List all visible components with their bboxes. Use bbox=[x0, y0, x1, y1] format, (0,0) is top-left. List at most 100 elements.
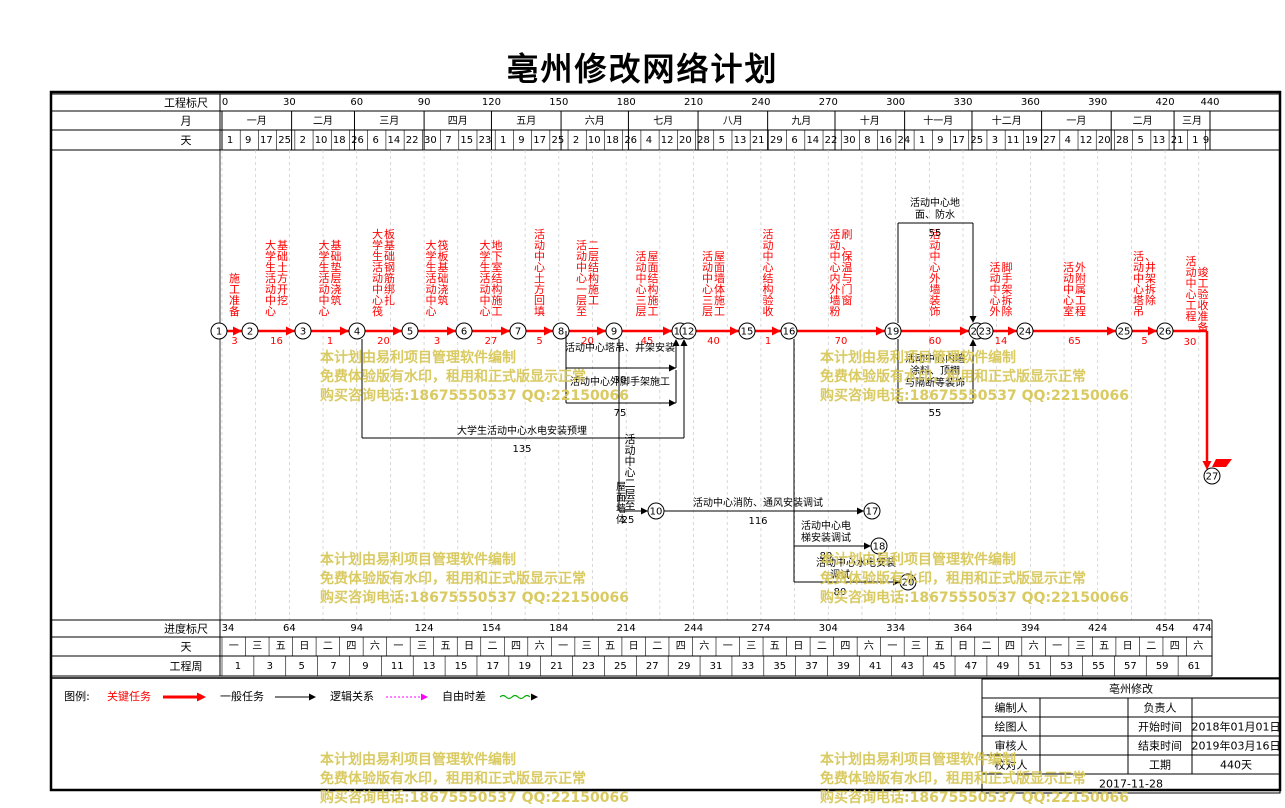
month-label: 一月 bbox=[1066, 115, 1086, 127]
day-label: 3 bbox=[992, 135, 998, 146]
normal-arrow-head bbox=[672, 339, 680, 346]
bottom-tick-label: 214 bbox=[617, 623, 636, 634]
critical-task-duration: 20 bbox=[377, 336, 390, 347]
label-char: 中 bbox=[319, 294, 330, 307]
day-label: 13 bbox=[1153, 135, 1166, 146]
label-char: 拆 bbox=[1145, 282, 1156, 296]
label-char: 中 bbox=[636, 272, 647, 285]
node-label-5: 5 bbox=[407, 327, 413, 338]
critical-arrow-head bbox=[286, 326, 295, 336]
label-char: 动 bbox=[1133, 261, 1144, 274]
day-label: 6 bbox=[373, 135, 379, 146]
label-char: 外 bbox=[1075, 261, 1086, 274]
label-char: 基 bbox=[438, 261, 449, 274]
day-label: 4 bbox=[646, 135, 652, 146]
label-char: 工 bbox=[229, 283, 240, 296]
normal-task-label: 活动中心外脚手架施工 bbox=[570, 375, 670, 388]
day-label: 28 bbox=[697, 135, 710, 146]
top-tick-label: 360 bbox=[1021, 97, 1040, 108]
legend-free-line bbox=[499, 694, 531, 700]
day-label: 5 bbox=[719, 135, 725, 146]
label-char: 回 bbox=[534, 294, 545, 307]
weekday-label: 四 bbox=[511, 641, 521, 652]
day-label: 22 bbox=[825, 135, 838, 146]
critical-task-duration: 1 bbox=[327, 336, 333, 347]
day-label: 2 bbox=[300, 135, 306, 146]
label-char: 学 bbox=[319, 249, 330, 263]
label-char: 工 bbox=[714, 305, 725, 318]
weekday-label: 四 bbox=[346, 641, 356, 652]
normal-arrow-head bbox=[969, 316, 977, 323]
week-label: 3 bbox=[267, 661, 273, 672]
legend-normal-label: 一般任务 bbox=[220, 690, 264, 703]
week-label: 49 bbox=[996, 661, 1009, 672]
weekday-label: 六 bbox=[535, 640, 545, 652]
bottom-tick-label: 304 bbox=[819, 623, 838, 634]
label-char: 心 bbox=[990, 294, 1001, 307]
label-char: 土 bbox=[277, 261, 288, 274]
watermark: 本计划由易利项目管理软件编制免费体验版有水印，租用和正式版显示正常购买咨询电话:… bbox=[320, 349, 629, 406]
finish-flag bbox=[1212, 459, 1232, 467]
label-char: 动 bbox=[1063, 272, 1074, 285]
watermark: 本计划由易利项目管理软件编制免费体验版有水印，租用和正式版显示正常购买咨询电话:… bbox=[820, 349, 1129, 406]
label-char: 饰 bbox=[930, 304, 941, 318]
label-char: 活 bbox=[1133, 250, 1144, 263]
watermark-line: 免费体验版有水印，租用和正式版显示正常 bbox=[820, 369, 1086, 385]
node-label-3: 3 bbox=[300, 327, 306, 338]
critical-task-duration: 3 bbox=[231, 336, 237, 347]
weekday-label: 六 bbox=[1193, 640, 1203, 652]
label-char: 筏 bbox=[372, 304, 383, 318]
day-label: 30 bbox=[424, 135, 437, 146]
top-tick-label: 60 bbox=[350, 97, 363, 108]
weekday-label: 五 bbox=[934, 641, 944, 652]
node-label-20: 20 bbox=[902, 578, 915, 589]
normal-arrow-head bbox=[857, 507, 864, 515]
node-label-7: 7 bbox=[515, 327, 521, 338]
critical-arrow-head bbox=[597, 326, 606, 336]
node-label-9: 9 bbox=[611, 327, 617, 338]
week-label: 7 bbox=[330, 661, 336, 672]
label-char: 活 bbox=[930, 228, 941, 241]
info-cell: 工期 bbox=[1149, 759, 1171, 772]
label-char: 与 bbox=[842, 272, 853, 285]
week-label: 47 bbox=[965, 661, 978, 672]
normal-task-duration: 25 bbox=[622, 515, 635, 526]
label-char: 动 bbox=[1186, 266, 1197, 279]
label-char: 动 bbox=[480, 283, 491, 296]
page-title: 亳州修改网络计划 bbox=[506, 50, 779, 88]
watermark-line: 购买咨询电话:18675550537 QQ:22150066 bbox=[820, 590, 1129, 606]
node-2 bbox=[241, 322, 259, 340]
critical-arrow-head bbox=[340, 326, 349, 336]
label-char: 土 bbox=[534, 272, 545, 285]
label-char: 活 bbox=[1063, 261, 1074, 274]
label-char: 活 bbox=[319, 272, 330, 285]
label-char: 筏 bbox=[438, 238, 449, 252]
watermark-line: 免费体验版有水印，租用和正式版显示正常 bbox=[820, 771, 1086, 787]
legend-free-label: 自由时差 bbox=[442, 689, 486, 703]
week-label: 61 bbox=[1188, 661, 1201, 672]
week-label: 9 bbox=[362, 661, 368, 672]
weekday-label: 日 bbox=[1123, 641, 1133, 652]
day-label: 8 bbox=[864, 135, 870, 146]
label-char: 生 bbox=[480, 260, 491, 274]
normal-task-duration: 55 bbox=[929, 408, 942, 419]
label-char: 一 bbox=[576, 283, 587, 296]
critical-arrow-head bbox=[772, 326, 781, 336]
critical-arrow-head bbox=[1202, 461, 1212, 470]
critical-task-label: 活动中心塔吊 bbox=[1133, 250, 1144, 318]
month-label: 十月 bbox=[860, 114, 880, 127]
critical-task-duration: 1 bbox=[765, 336, 771, 347]
watermark-line: 免费体验版有水印，租用和正式版显示正常 bbox=[820, 571, 1086, 587]
day-label: 18 bbox=[606, 135, 619, 146]
month-label: 十二月 bbox=[992, 114, 1022, 127]
label-char: 保 bbox=[842, 249, 853, 263]
month-label: 七月 bbox=[653, 115, 673, 127]
label-char: 绑 bbox=[384, 283, 395, 296]
normal-task-duration: 80 bbox=[820, 551, 833, 562]
label-char: 装 bbox=[930, 294, 941, 307]
label-char: 中 bbox=[990, 283, 1001, 296]
legend-free-head bbox=[531, 693, 538, 701]
normal-arrow-head bbox=[864, 542, 871, 550]
day-label: 1 bbox=[919, 135, 925, 146]
